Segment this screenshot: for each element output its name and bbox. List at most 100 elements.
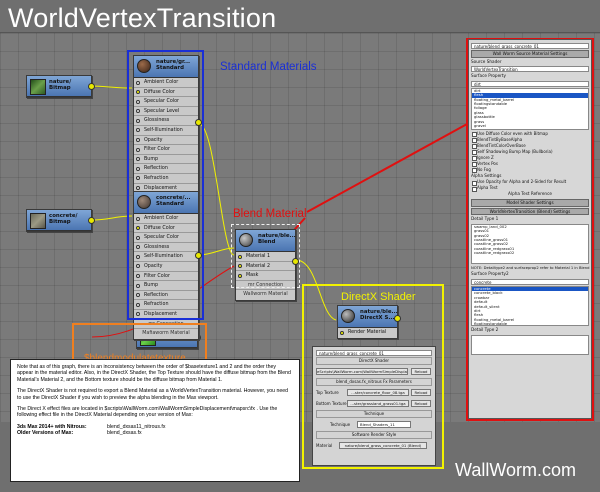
- slot-row[interactable]: Diffuse Color: [134, 224, 198, 234]
- slot-row[interactable]: Render Material: [338, 328, 397, 338]
- material-ball-icon: [137, 59, 151, 73]
- reload-button[interactable]: Reload: [411, 368, 431, 375]
- bitmap-thumbnail: [30, 79, 46, 95]
- slot-row[interactable]: Wallworm Material: [243, 292, 288, 298]
- dx-material-name[interactable]: nature/blend_grass_concrete_01: [316, 350, 432, 356]
- field-label: Detail Type 1: [471, 216, 499, 222]
- slot-row[interactable]: Reflection: [134, 164, 198, 174]
- output-pin[interactable]: [195, 252, 202, 259]
- page-title: WorldVertexTransition: [8, 3, 277, 33]
- bottom-texture-button[interactable]: ...ster/grassland_grass01.tga: [347, 400, 409, 407]
- slot-row[interactable]: Specular Color: [134, 233, 198, 243]
- slot-row[interactable]: Refraction: [134, 174, 198, 184]
- surface-list[interactable]: dirt flesh floating_metal_barrel floatin…: [471, 87, 589, 130]
- surface2-field[interactable]: concrete: [471, 278, 589, 285]
- bitmap-node-2[interactable]: concrete/ Bitmap: [26, 209, 95, 232]
- info-paragraph: The Direct X effect files are located in…: [17, 406, 278, 419]
- rollout-header[interactable]: DirectX Shader: [316, 357, 432, 365]
- top-texture-button[interactable]: ...ster/concrete_floor_08.tga: [347, 389, 409, 396]
- slot-row[interactable]: Bump: [134, 155, 198, 165]
- slot-row[interactable]: Filter Color: [134, 145, 198, 155]
- info-text-box: Note that as of this graph, there is an …: [10, 359, 300, 482]
- checkbox[interactable]: Use Diffuse Color even with Bitmap: [469, 131, 591, 138]
- field-label: Surface Property: [471, 73, 507, 79]
- standard-material-node-2[interactable]: concrete/... Standard Ambient Color Diff…: [133, 191, 202, 340]
- slot-row[interactable]: Ambient Color: [134, 78, 198, 88]
- standard-material-node-1[interactable]: nature/gr... Standard Ambient Color Diff…: [133, 55, 202, 214]
- output-pin[interactable]: [292, 258, 299, 265]
- bitmap-thumbnail: [30, 213, 46, 229]
- technique-row: Technique Blend_Shaders_11: [313, 419, 435, 430]
- detail2-list[interactable]: [471, 334, 589, 355]
- slot-row[interactable]: Material 1: [236, 252, 295, 262]
- bitmap-node-1[interactable]: nature/ Bitmap: [26, 75, 95, 98]
- blend-material-label: Blend Material: [233, 208, 307, 220]
- shader-dropdown[interactable]: WorldVertexTransition: [471, 66, 589, 73]
- rollout-header[interactable]: WorldVertexTransition (Blend) Settings: [471, 207, 589, 216]
- surface2-list[interactable]: concrete concrete_block crowbar default …: [471, 285, 589, 326]
- slot-row[interactable]: Opacity: [134, 262, 198, 272]
- slot-row[interactable]: mr Connection: [134, 320, 198, 330]
- top-texture-row: Top Texture ...ster/concrete_floor_08.tg…: [313, 387, 435, 398]
- slot-row[interactable]: Specular Level: [134, 107, 198, 117]
- directx-shader-dialog[interactable]: nature/blend_grass_concrete_01 DirectX S…: [312, 346, 436, 466]
- standard-materials-label: Standard Materials: [220, 61, 317, 73]
- wallworm-brand: WallWorm.com: [455, 460, 576, 480]
- slot-row[interactable]: Filter Color: [134, 272, 198, 282]
- output-pin[interactable]: [195, 119, 202, 126]
- slot-row[interactable]: Diffuse Color: [134, 88, 198, 98]
- checkbox[interactable]: No Fog: [469, 167, 591, 174]
- technique-dropdown[interactable]: Blend_Shaders_11: [357, 421, 411, 428]
- slot-row[interactable]: Refraction: [134, 300, 198, 310]
- checkbox[interactable]: Self Shadowing Bump Map (Bullboria): [469, 149, 591, 156]
- checkbox[interactable]: Use Opacity for Alpha and 2-Sided for Re…: [469, 179, 591, 186]
- output-pin[interactable]: [88, 217, 95, 224]
- group-label: Alpha Settings: [471, 172, 502, 178]
- version-row: Older Versions of Max:blend_dxsas.fx: [17, 430, 142, 437]
- group-label: Technique: [316, 410, 432, 418]
- checkbox[interactable]: BlendTintByBaseAlpha: [469, 137, 591, 144]
- slot-row[interactable]: Self-Illumination: [134, 252, 198, 262]
- reload-button[interactable]: Reload: [411, 389, 431, 396]
- slot-row[interactable]: mr Connection: [236, 281, 295, 291]
- rollout-header[interactable]: blend_dxsas.fx_nitrous Fx Parameters: [316, 378, 432, 386]
- directx-shader-node[interactable]: nature/ble... DirectX S... Render Materi…: [337, 305, 401, 339]
- slot-row[interactable]: Glossiness: [134, 243, 198, 253]
- checkbox[interactable]: BlendTintColorOverBase: [469, 143, 591, 150]
- material-button[interactable]: nature/blend_grass_concrete_01 (Blend): [339, 442, 427, 449]
- node-title: concrete/ Bitmap: [49, 213, 78, 226]
- checkbox[interactable]: Vertex Pos: [469, 161, 591, 168]
- checkbox[interactable]: Alpha Test: [469, 185, 591, 192]
- slot-row[interactable]: Reflection: [134, 291, 198, 301]
- fx-path-button[interactable]: eScripts\WallWorm.com\WallWormSimpleDisp…: [316, 368, 408, 375]
- blendmodulate-label: $blendmodulatetexture: [84, 353, 186, 364]
- slot-row[interactable]: Mafiaworm Material: [142, 331, 190, 337]
- slot-row[interactable]: Ambient Color: [134, 214, 198, 224]
- bottom-texture-row: Bottom Texture ...ster/grassland_grass01…: [313, 398, 435, 409]
- rollout-header[interactable]: Wall Worm Source Material Settings: [471, 50, 589, 58]
- reload-button[interactable]: Reload: [411, 400, 431, 407]
- material-name-field[interactable]: nature/blend_grass_concrete_01: [471, 43, 589, 49]
- slot-row[interactable]: Displacement: [134, 310, 198, 320]
- slot-row[interactable]: Bump: [134, 281, 198, 291]
- output-pin[interactable]: [88, 83, 95, 90]
- rollout-header[interactable]: Model Shader Settings: [471, 198, 589, 207]
- info-paragraph: The DirectX Shader is not required to ex…: [17, 388, 289, 401]
- fx-path-row: eScripts\WallWorm.com\WallWormSimpleDisp…: [313, 366, 435, 377]
- blend-material-node[interactable]: nature/ble... Blend Material 1 Material …: [235, 229, 299, 301]
- detail-list[interactable]: swamp_land_002 grass01 grass02 coastline…: [471, 223, 589, 264]
- wire-std2-material1: [198, 247, 235, 256]
- surface-field[interactable]: dirt: [471, 80, 589, 87]
- slot-row[interactable]: Self-Illumination: [134, 126, 198, 136]
- slot-row[interactable]: Glossiness: [134, 116, 198, 126]
- slot-row[interactable]: Specular Color: [134, 97, 198, 107]
- wire-bitmap2-std2: [91, 215, 133, 221]
- node-title: nature/ble... DirectX S...: [360, 309, 398, 322]
- material-editor-panel[interactable]: nature/blend_grass_concrete_01 Wall Worm…: [468, 39, 592, 419]
- output-pin[interactable]: [394, 315, 401, 322]
- slot-row[interactable]: Opacity: [134, 136, 198, 146]
- material-row: Material nature/blend_grass_concrete_01 …: [313, 440, 435, 451]
- slot-row[interactable]: Mask: [236, 271, 295, 281]
- checkbox[interactable]: Ignore Z: [469, 155, 591, 162]
- slot-row[interactable]: Material 2: [236, 262, 295, 272]
